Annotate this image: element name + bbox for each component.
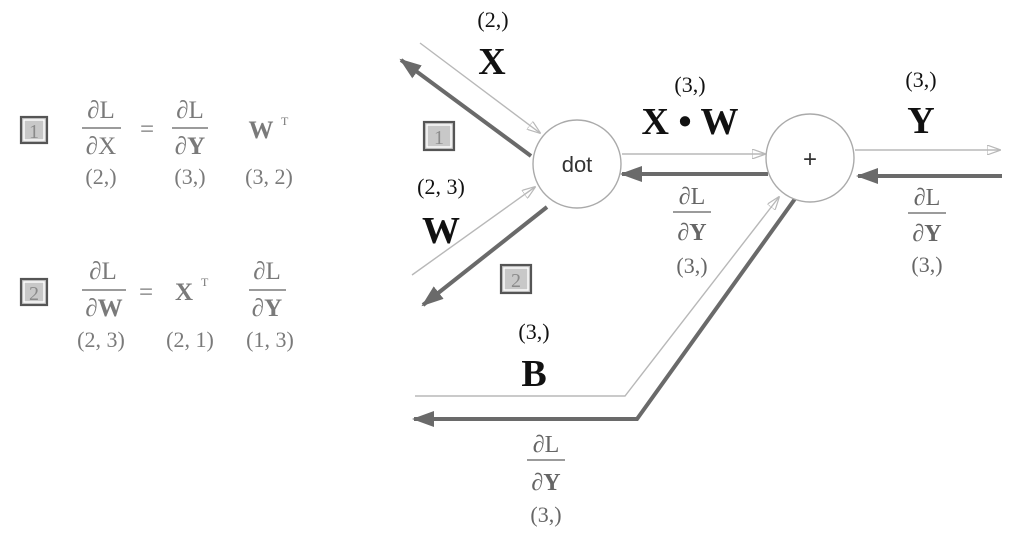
eq1-rhs-denominator: ∂Y: [175, 133, 205, 160]
grad-to-dot-shape: (3,): [676, 253, 707, 278]
forward-edges: [411, 42, 1000, 397]
backward-arrow-dot-to-w: [421, 205, 549, 307]
graph-badge-1: 1: [422, 120, 456, 152]
add-node: +: [765, 113, 855, 203]
y-shape: (3,): [905, 67, 936, 92]
grad-to-b-shape: (3,): [530, 502, 561, 527]
y-label: Y: [907, 100, 934, 142]
eq1-matrix-transpose: T: [281, 114, 289, 128]
equation-1-badge: 1: [19, 115, 49, 145]
b-label: B: [521, 353, 546, 395]
eq2-matrix: X: [175, 279, 193, 306]
add-node-label: +: [803, 146, 817, 173]
eq2-equals-sign: =: [139, 279, 153, 306]
backward-arrow-dot-to-x: [399, 58, 533, 158]
eq2-rhs-shape: (1, 3): [246, 327, 294, 352]
forward-arrow-x-to-dot: [419, 42, 540, 133]
grad-into-add-shape: (3,): [911, 252, 942, 277]
x-shape: (2,): [477, 7, 508, 32]
x-label: X: [478, 41, 505, 83]
eq1-rhs-shape: (3,): [174, 164, 205, 189]
grad-to-dot-denominator: ∂Y: [677, 220, 706, 246]
eq1-equals-sign: =: [140, 116, 154, 143]
eq2-rhs-numerator: ∂L: [253, 258, 281, 285]
eq2-rhs-denominator: ∂Y: [252, 295, 282, 322]
equation-1: 1 ∂L ∂X = ∂L ∂Y W T (2,) (3,) (3, 2): [19, 97, 293, 189]
w-shape: (2, 3): [417, 174, 465, 199]
gradient-label-into-add: ∂L ∂Y (3,): [908, 185, 946, 277]
eq2-lhs-numerator: ∂L: [89, 258, 117, 285]
xw-label: X • W: [641, 101, 738, 143]
gradient-label-to-dot: ∂L ∂Y (3,): [673, 184, 711, 278]
graph-badge-1-number: 1: [434, 127, 444, 149]
eq1-matrix: W: [249, 117, 274, 144]
eq1-lhs-shape: (2,): [85, 164, 116, 189]
w-label: W: [422, 210, 460, 252]
eq2-matrix-shape: (2, 1): [166, 327, 214, 352]
dot-node-label: dot: [562, 152, 593, 177]
graph-badge-2: 2: [499, 263, 533, 295]
grad-to-dot-numerator: ∂L: [679, 184, 706, 210]
grad-to-b-numerator: ∂L: [533, 432, 560, 458]
b-shape: (3,): [518, 319, 549, 344]
eq1-lhs-denominator: ∂X: [86, 133, 116, 160]
grad-into-add-numerator: ∂L: [914, 185, 941, 211]
graph-badge-2-number: 2: [511, 270, 521, 292]
forward-arrow-b-to-add: [415, 197, 779, 397]
eq1-rhs-numerator: ∂L: [176, 97, 204, 124]
equation-2-badge-number: 2: [29, 283, 39, 305]
forward-arrow-w-to-dot: [411, 187, 535, 276]
equation-2: 2 ∂L ∂W = X T ∂L ∂Y (2, 3) (2, 1) (1, 3): [19, 258, 294, 352]
grad-to-b-denominator: ∂Y: [531, 470, 560, 496]
backward-edges: [399, 58, 1002, 427]
equation-2-badge: 2: [19, 277, 49, 307]
eq1-matrix-shape: (3, 2): [245, 164, 293, 189]
dot-node: dot: [532, 119, 622, 209]
eq1-lhs-numerator: ∂L: [87, 97, 115, 124]
backward-arrow-add-to-b: [412, 194, 799, 427]
eq2-lhs-denominator: ∂W: [85, 295, 122, 322]
xw-shape: (3,): [674, 72, 705, 97]
gradient-label-to-b: ∂L ∂Y (3,): [527, 432, 565, 527]
equation-1-badge-number: 1: [29, 121, 39, 143]
grad-into-add-denominator: ∂Y: [912, 221, 941, 247]
eq2-matrix-transpose: T: [201, 275, 209, 289]
eq2-lhs-shape: (2, 3): [77, 327, 125, 352]
